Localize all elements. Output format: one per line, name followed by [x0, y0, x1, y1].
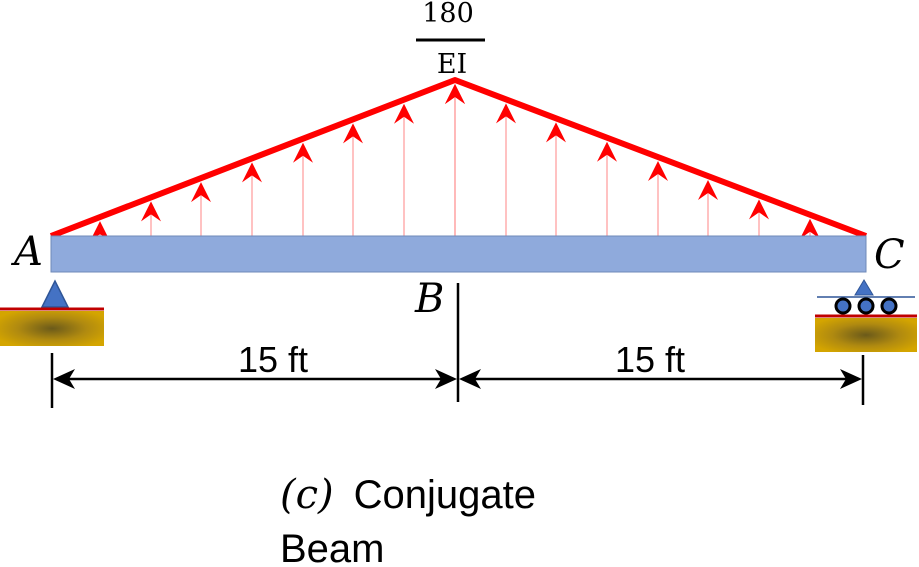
point-c-label: C: [874, 232, 905, 278]
load-arrow-head: [749, 199, 769, 220]
ground-block-c: [815, 318, 917, 352]
pin-support-a: [0, 279, 104, 346]
load-arrow-head: [191, 182, 211, 203]
roller-support-c: [815, 279, 917, 352]
ground-block-a: [0, 311, 104, 346]
arrowhead-left: [53, 369, 75, 389]
load-arrow-head: [394, 103, 414, 124]
roller-wheel: [857, 297, 875, 315]
load-arrow-head: [445, 84, 465, 104]
load-magnitude-denominator: EI: [437, 49, 467, 80]
load-arrow-head: [343, 123, 363, 144]
roller-support-triangle: [854, 279, 874, 296]
load-arrow-head: [496, 103, 516, 124]
arrowhead-b-right: [459, 369, 481, 389]
point-a-label: A: [10, 229, 43, 275]
caption-line-2: Beam: [280, 527, 385, 567]
load-arrow-head: [597, 141, 617, 162]
arrowhead-right: [840, 369, 862, 389]
load-arrow-head: [800, 218, 820, 239]
load-magnitude-numerator: 180: [422, 0, 474, 29]
caption-title: Conjugate: [354, 473, 536, 517]
left-span-label: 15 ft: [238, 339, 308, 380]
load-arrow-head: [546, 122, 566, 143]
load-arrow-head: [648, 161, 668, 182]
point-b-label: B: [414, 276, 444, 322]
dimension-arrowheads: [53, 369, 862, 389]
pin-support-triangle: [40, 279, 70, 308]
roller-wheel: [880, 297, 898, 315]
roller-wheel: [834, 297, 852, 315]
beam: [50, 235, 867, 273]
load-arrow-head: [293, 142, 313, 163]
load-arrow-head: [141, 201, 161, 222]
dimension-lines: [50, 283, 865, 408]
caption-line-1: (c) Conjugate: [280, 472, 536, 518]
distributed-load-arrows: [90, 84, 820, 242]
arrowhead-b-left: [435, 369, 457, 389]
load-arrow-head: [698, 180, 718, 201]
triangular-load-outline: [49, 77, 868, 239]
right-span-label: 15 ft: [615, 339, 685, 380]
caption-tag: (c): [280, 472, 334, 518]
load-arrow-head: [242, 162, 262, 183]
